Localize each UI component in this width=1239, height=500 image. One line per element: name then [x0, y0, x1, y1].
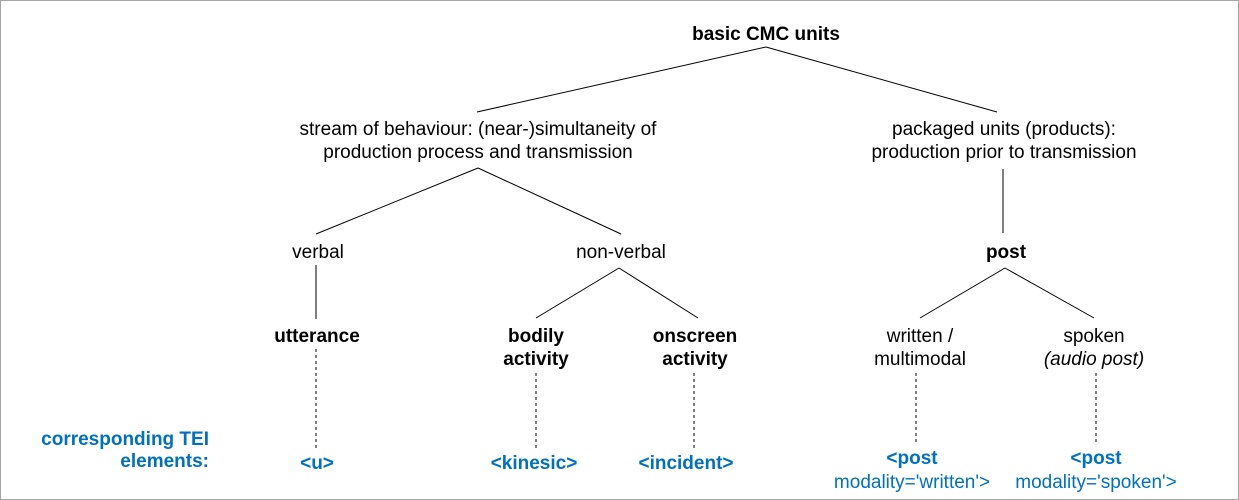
tei-element-u: <u>	[300, 453, 334, 474]
tei-element-kinesic: <kinesic>	[490, 453, 578, 474]
tei-caption-line2: elements:	[120, 451, 209, 472]
edge-nonverbal-bodily	[535, 267, 620, 319]
node-stream-line2: production process and transmission	[323, 142, 633, 163]
node-written-line1: written /	[886, 326, 954, 347]
tei-element-incident: <incident>	[638, 453, 734, 474]
node-bodily-line2: activity	[503, 349, 569, 370]
node-onscreen-line2: activity	[662, 349, 728, 370]
tei-post-written-line1: <post	[886, 448, 938, 469]
node-post: post	[985, 242, 1027, 263]
edge-stream-nonverbal	[477, 167, 622, 235]
node-bodily-line1: bodily	[508, 326, 564, 347]
edge-nonverbal-onscreen	[618, 267, 699, 319]
tei-caption-line1: corresponding TEI	[41, 429, 209, 450]
tei-caption: corresponding TEI elements:	[41, 429, 209, 473]
node-utterance: utterance	[274, 326, 360, 347]
node-written-line2: multimodal	[874, 349, 966, 370]
node-basic-cmc-units: basic CMC units	[692, 24, 840, 45]
node-onscreen-activity: onscreen activity	[653, 325, 737, 371]
tei-element-post-spoken: <post modality='spoken'>	[1015, 447, 1176, 495]
tei-post-spoken-line1: <post	[1070, 448, 1122, 469]
node-onscreen-line1: onscreen	[652, 326, 738, 347]
edge-root-packaged	[765, 46, 998, 113]
edge-root-stream	[476, 46, 767, 113]
tei-post-written-line2: modality='written'>	[833, 472, 991, 493]
node-spoken-line1: spoken	[1063, 326, 1125, 347]
tei-post-spoken-line2: modality='spoken'>	[1015, 472, 1177, 493]
node-spoken-audio-post: spoken (audio post)	[1044, 325, 1144, 371]
node-bodily-activity: bodily activity	[503, 325, 568, 371]
node-stream-of-behaviour: stream of behaviour: (near-)simultaneity…	[300, 118, 657, 164]
edge-stream-verbal	[315, 167, 479, 235]
node-spoken-line2: (audio post)	[1043, 349, 1145, 370]
node-non-verbal: non-verbal	[576, 242, 666, 263]
tei-element-post-written: <post modality='written'>	[834, 447, 990, 495]
node-written-multimodal: written / multimodal	[874, 325, 966, 371]
edge-post-spoken	[1004, 267, 1095, 319]
node-packaged-line2: production prior to transmission	[871, 142, 1137, 163]
node-packaged-units: packaged units (products): production pr…	[871, 118, 1136, 164]
node-stream-line1: stream of behaviour: (near-)simultaneity…	[299, 119, 657, 140]
node-packaged-line1: packaged units (products):	[892, 119, 1116, 140]
node-verbal: verbal	[292, 242, 344, 263]
edge-post-written	[919, 267, 1006, 319]
